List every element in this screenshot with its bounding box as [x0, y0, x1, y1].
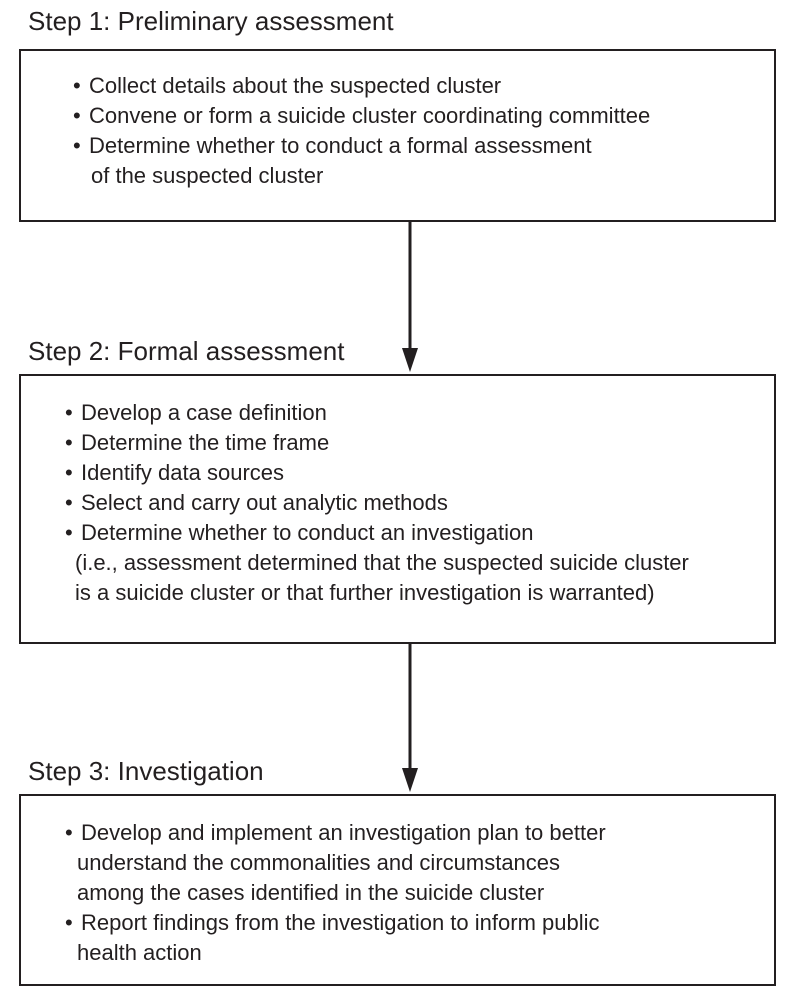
down-arrow-icon — [402, 644, 418, 792]
step-2-bullet-2: • Determine the time frame — [65, 428, 774, 458]
down-arrow-icon — [402, 222, 418, 372]
bullet-text-continuation: health action — [77, 940, 202, 965]
step-2-title: Step 2: Formal assessment — [28, 336, 344, 366]
step-1-box: • Collect details about the suspected cl… — [19, 49, 776, 222]
step-3-prefix: Step 3: — [28, 756, 111, 786]
bullet-text: Determine whether to conduct a formal as… — [89, 133, 592, 158]
bullet-text: Identify data sources — [81, 460, 285, 485]
bullet-text: Collect details about the suspected clus… — [89, 73, 502, 98]
step-1-bullet-3: • Determine whether to conduct a formal … — [73, 131, 774, 191]
step-2-bullet-5: • Determine whether to conduct an invest… — [65, 518, 774, 608]
bullet-icon: • — [65, 520, 73, 545]
step-3-name: Investigation — [117, 756, 264, 786]
bullet-text-continuation: understand the commonalities and circums… — [77, 850, 561, 875]
step-3-bullet-2: • Report findings from the investigation… — [65, 908, 774, 968]
bullet-icon: • — [65, 460, 73, 485]
bullet-icon: • — [65, 820, 73, 845]
bullet-icon: • — [65, 400, 73, 425]
step-2-bullet-1: • Develop a case definition — [65, 398, 774, 428]
bullet-text-continuation: (i.e., assessment determined that the su… — [75, 550, 689, 575]
arrow-step-2-to-3 — [395, 644, 425, 792]
step-1-prefix: Step 1: — [28, 6, 111, 36]
step-2-bullet-3: • Identify data sources — [65, 458, 774, 488]
step-3-title: Step 3: Investigation — [28, 756, 264, 786]
bullet-icon: • — [65, 910, 73, 935]
bullet-text-continuation: among the cases identified in the suicid… — [77, 880, 545, 905]
arrow-step-1-to-2 — [395, 222, 425, 372]
step-1-title: Step 1: Preliminary assessment — [28, 6, 394, 36]
step-2-bullet-list: • Develop a case definition • Determine … — [65, 398, 774, 608]
bullet-icon: • — [65, 490, 73, 515]
bullet-text: Select and carry out analytic methods — [81, 490, 448, 515]
bullet-text: Report findings from the investigation t… — [81, 910, 600, 935]
bullet-text: Develop a case definition — [81, 400, 327, 425]
step-1-bullet-2: • Convene or form a suicide cluster coor… — [73, 101, 774, 131]
bullet-text: Determine the time frame — [81, 430, 330, 455]
step-1-bullet-list: • Collect details about the suspected cl… — [73, 71, 774, 191]
bullet-icon: • — [73, 73, 81, 98]
bullet-text: Convene or form a suicide cluster coordi… — [89, 103, 651, 128]
step-2-prefix: Step 2: — [28, 336, 111, 366]
step-3-box: • Develop and implement an investigation… — [19, 794, 776, 986]
bullet-icon: • — [65, 430, 73, 455]
bullet-text: Develop and implement an investigation p… — [81, 820, 606, 845]
bullet-text-continuation: is a suicide cluster or that further inv… — [75, 580, 655, 605]
step-3-bullet-list: • Develop and implement an investigation… — [65, 818, 774, 968]
step-2-name: Formal assessment — [117, 336, 345, 366]
bullet-icon: • — [73, 133, 81, 158]
step-2-box: • Develop a case definition • Determine … — [19, 374, 776, 644]
step-2-bullet-4: • Select and carry out analytic methods — [65, 488, 774, 518]
bullet-text: Determine whether to conduct an investig… — [81, 520, 534, 545]
step-1-bullet-1: • Collect details about the suspected cl… — [73, 71, 774, 101]
step-3-bullet-1: • Develop and implement an investigation… — [65, 818, 774, 908]
step-1-name: Preliminary assessment — [117, 6, 394, 36]
bullet-text-continuation: of the suspected cluster — [91, 163, 324, 188]
bullet-icon: • — [73, 103, 81, 128]
